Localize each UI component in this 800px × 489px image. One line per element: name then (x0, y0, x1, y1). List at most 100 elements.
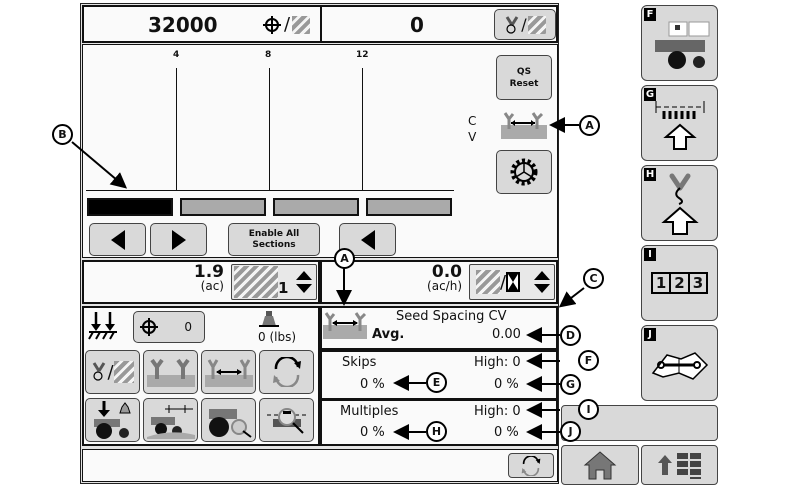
rate-unit: (ac/h) (427, 279, 462, 293)
tick-label-12: 12 (356, 50, 369, 60)
secondary-value: 0 (410, 13, 424, 37)
enable-all-sections-button[interactable]: Enable All Sections (228, 223, 320, 256)
callout-f: F (578, 350, 599, 371)
side-tab-planter[interactable]: F (641, 5, 718, 81)
callout-e: E (426, 372, 447, 393)
plants-icon (146, 358, 195, 387)
arrow-left-icon (360, 229, 375, 250)
area-unit: (ac) (200, 279, 224, 293)
avg-label: Avg. (372, 327, 405, 342)
multiples-high-percent: 0 % (494, 425, 519, 440)
tick-label-4: 4 (173, 50, 180, 60)
area-hatch-icon (476, 270, 500, 294)
avg-value: 0.00 (492, 327, 521, 342)
gear-icon (510, 158, 538, 186)
skips-label: Skips (342, 355, 377, 370)
callout-b: B (52, 124, 73, 145)
arrow-left-icon (110, 229, 125, 250)
spacing-button[interactable] (201, 350, 256, 394)
layout-menu-button[interactable] (641, 445, 718, 485)
seed-area-toggle-button[interactable]: / (494, 9, 556, 40)
callout-i: I (578, 399, 599, 420)
weight-value: 0 (lbs) (258, 330, 297, 344)
rate-value: 0.0 (431, 262, 462, 282)
downforce-icon (88, 310, 118, 344)
up-arrow-layout-icon (657, 453, 701, 479)
seed-spacing-icon (204, 359, 253, 387)
up-down-arrows-icon (534, 271, 550, 293)
multiples-label: Multiples (340, 404, 399, 419)
tractor-inspect-icon (208, 409, 252, 438)
tag-f: F (644, 8, 656, 21)
back-arrow-button[interactable] (339, 223, 396, 256)
section-segment-4[interactable] (366, 198, 452, 216)
tag-h: H (644, 168, 656, 181)
scroll-right-button[interactable] (150, 223, 207, 256)
manual-wrench-icon (651, 352, 708, 380)
settings-button[interactable] (496, 150, 552, 194)
skips-high-percent: 0 % (494, 377, 519, 392)
tractor-ride-icon (146, 405, 195, 439)
side-tab-row-units[interactable]: G (641, 85, 718, 161)
row-unit-inspect-button[interactable] (259, 398, 314, 442)
side-tab-seed[interactable]: H (641, 165, 718, 241)
gridline-12 (362, 68, 363, 190)
skips-percent: 0 % (360, 377, 385, 392)
secondary-value-panel: 0 / (320, 5, 558, 43)
gridline-4 (176, 68, 177, 190)
skips-high: High: 0 (474, 355, 521, 370)
rate-selector[interactable]: / (469, 264, 555, 300)
scroll-left-button[interactable] (89, 223, 146, 256)
diagnostics-tractor-button[interactable] (201, 398, 256, 442)
area-panel: 1.9 (ac) 1 (82, 260, 320, 304)
cv-label: C V (468, 114, 477, 144)
qs-reset-label-2: Reset (509, 78, 539, 89)
home-button[interactable] (561, 445, 639, 485)
seed-spacing-title: Seed Spacing CV (396, 309, 507, 324)
population-value: 32000 (148, 13, 218, 37)
side-tab-manual[interactable]: J (641, 325, 718, 401)
planter-icon (654, 21, 709, 69)
seed-per-area-toggle-icon: / (504, 15, 546, 35)
callout-g: G (560, 374, 581, 395)
section-segment-2[interactable] (180, 198, 266, 216)
refresh-icon (272, 357, 301, 387)
status-bar (82, 449, 558, 482)
target-count-value: 0 (184, 320, 192, 334)
enable-all-label-2: Sections (252, 239, 296, 250)
qs-reset-button[interactable]: QS Reset (496, 55, 552, 100)
crosshair-icon (140, 318, 158, 336)
ride-quality-button[interactable] (143, 398, 198, 442)
status-refresh-button[interactable] (508, 453, 554, 478)
section-graph-panel (82, 44, 558, 258)
callout-h: H (426, 421, 447, 442)
singulation-button[interactable] (143, 350, 198, 394)
seed-spacing-cv-icon (501, 111, 547, 143)
gridline-8 (269, 68, 270, 190)
area-counter-selector[interactable]: 1 (231, 264, 317, 300)
row-units-up-icon (655, 101, 704, 150)
target-count-button[interactable]: 0 (133, 311, 205, 343)
graph-baseline (86, 190, 454, 191)
callout-j: J (560, 421, 581, 442)
seed-spacing-cv-icon (323, 312, 367, 339)
enable-all-label-1: Enable All (248, 228, 300, 239)
population-panel: 32000 / (82, 5, 322, 43)
callout-d: D (560, 325, 581, 346)
tag-g: G (644, 88, 656, 101)
downforce-tractor-button[interactable] (85, 398, 140, 442)
seed-area-button[interactable]: / (85, 350, 140, 394)
refresh-button[interactable] (259, 350, 314, 394)
area-value: 1.9 (193, 262, 224, 282)
callout-a-mid: A (334, 248, 355, 269)
home-icon (583, 451, 617, 480)
section-segment-1[interactable] (87, 198, 173, 216)
tag-j: J (644, 328, 656, 341)
seed-per-area-icon: / (262, 14, 311, 35)
section-segment-3[interactable] (273, 198, 359, 216)
multiples-high: High: 0 (474, 404, 521, 419)
rate-panel: 0.0 (ac/h) / (320, 260, 558, 304)
